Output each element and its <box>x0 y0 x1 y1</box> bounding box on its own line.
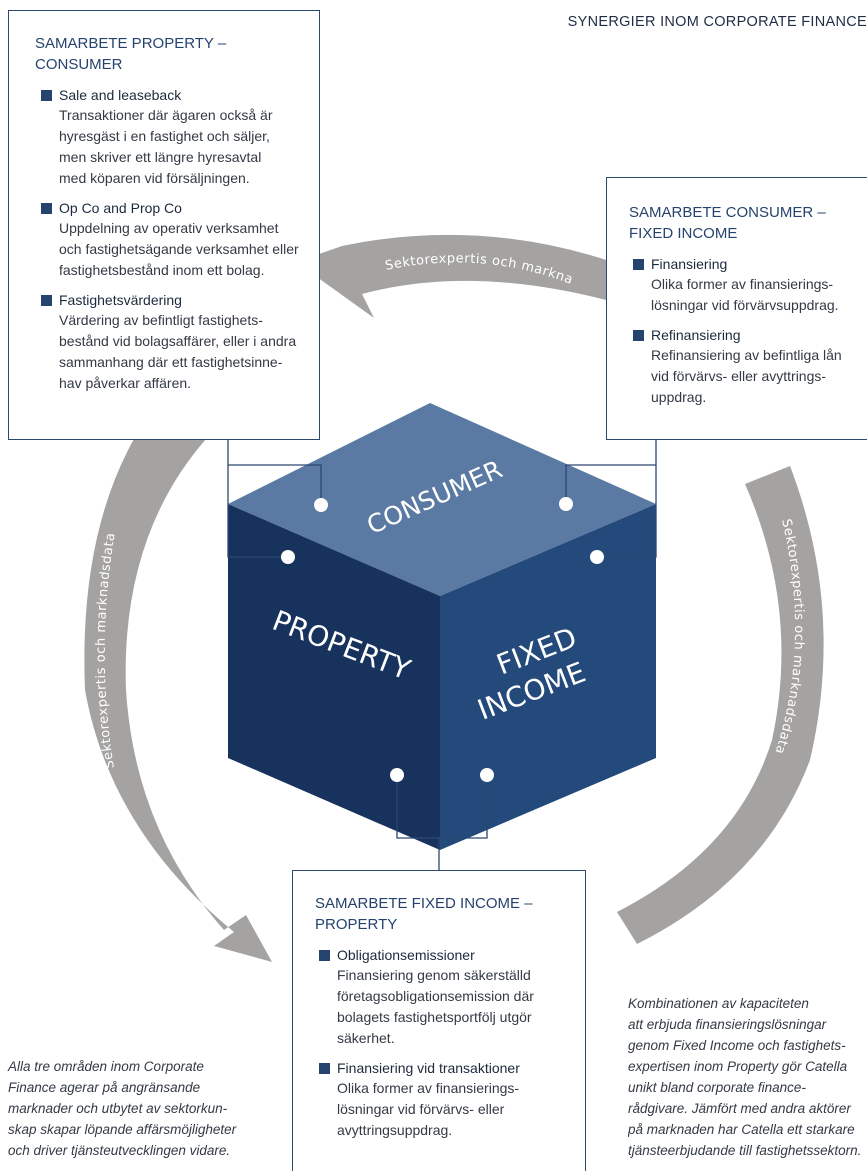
box-consumer-fixed-income: SAMARBETE CONSUMER – FIXED INCOME Finans… <box>606 177 867 440</box>
bullet-square <box>41 90 52 101</box>
box-fixed-income-property: SAMARBETE FIXED INCOME – PROPERTY Obliga… <box>292 870 586 1171</box>
connector-consumer-to-box-left <box>227 440 322 505</box>
cube-top-face <box>228 403 656 596</box>
connector-dot <box>559 497 573 511</box>
bullet-square <box>633 330 644 341</box>
connector-dot <box>390 768 404 782</box>
list-item: Sale and leaseback Transaktioner där äga… <box>41 85 309 189</box>
box-property-consumer: SAMARBETE PROPERTY – CONSUMER Sale and l… <box>8 10 320 440</box>
item-text: Olika former av finansierings- lösningar… <box>337 1080 520 1138</box>
connector-dot <box>590 550 604 564</box>
arc-arrow-right <box>617 466 824 944</box>
note-right: Kombinationen av kapaciteten att erbjuda… <box>628 996 862 1158</box>
item-text: Uppdelning av operativ verksamhet och fa… <box>59 220 299 278</box>
list-item: Obligationsemissioner Finansiering genom… <box>319 945 585 1049</box>
bullet-square <box>41 203 52 214</box>
item-text: Finansiering genom säkerställd företagso… <box>337 967 534 1046</box>
list-item: Finansiering Olika former av finansierin… <box>633 254 867 316</box>
item-text: Refinansiering av befintliga lån vid för… <box>651 347 842 405</box>
item-heading: Sale and leaseback <box>59 87 182 103</box>
cube-left-face <box>228 504 440 850</box>
note-left: Alla tre områden inom Corporate Finance … <box>8 1059 237 1158</box>
list-item: Refinansiering Refinansiering av befintl… <box>633 325 867 408</box>
connector-consumer-to-box-right <box>565 440 657 504</box>
connector-fixed-to-box-right <box>597 465 657 558</box>
connector-dot <box>314 498 328 512</box>
connector-property-to-box-bottom <box>396 775 440 870</box>
arc-arrow-top <box>296 234 635 318</box>
bullet-square <box>633 259 644 270</box>
connector-fixed-to-box-bottom <box>439 775 488 839</box>
page-header: SYNERGIER INOM CORPORATE FINANCE <box>567 14 867 30</box>
box-title: SAMARBETE CONSUMER – FIXED INCOME <box>629 204 826 242</box>
item-heading: Fastighetsvärdering <box>59 292 182 308</box>
box-title: SAMARBETE FIXED INCOME – PROPERTY <box>315 895 533 933</box>
list-item: Fastighetsvärdering Värdering av befintl… <box>41 290 309 394</box>
item-text: Olika former av finansierings- lösningar… <box>651 276 839 313</box>
item-heading: Obligationsemissioner <box>337 947 475 963</box>
connector-dot <box>281 550 295 564</box>
cube-right-face <box>440 504 656 850</box>
bullet-square <box>319 1063 330 1074</box>
list-item: Finansiering vid transaktioner Olika for… <box>319 1058 585 1141</box>
item-text: Värdering av befintligt fastighets- best… <box>59 312 297 391</box>
arc-arrow-left <box>84 416 272 962</box>
item-heading: Op Co and Prop Co <box>59 200 182 216</box>
bullet-square <box>319 950 330 961</box>
connector-property-to-box-left <box>227 465 288 558</box>
box-title: SAMARBETE PROPERTY – CONSUMER <box>35 35 227 73</box>
item-text: Transaktioner där ägaren också är hyresg… <box>59 107 273 186</box>
bullet-square <box>41 295 52 306</box>
list-item: Op Co and Prop Co Uppdelning av operativ… <box>41 198 309 281</box>
item-heading: Finansiering <box>651 256 728 272</box>
connector-dot <box>480 768 494 782</box>
item-heading: Refinansiering <box>651 327 741 343</box>
item-heading: Finansiering vid transaktioner <box>337 1060 520 1076</box>
